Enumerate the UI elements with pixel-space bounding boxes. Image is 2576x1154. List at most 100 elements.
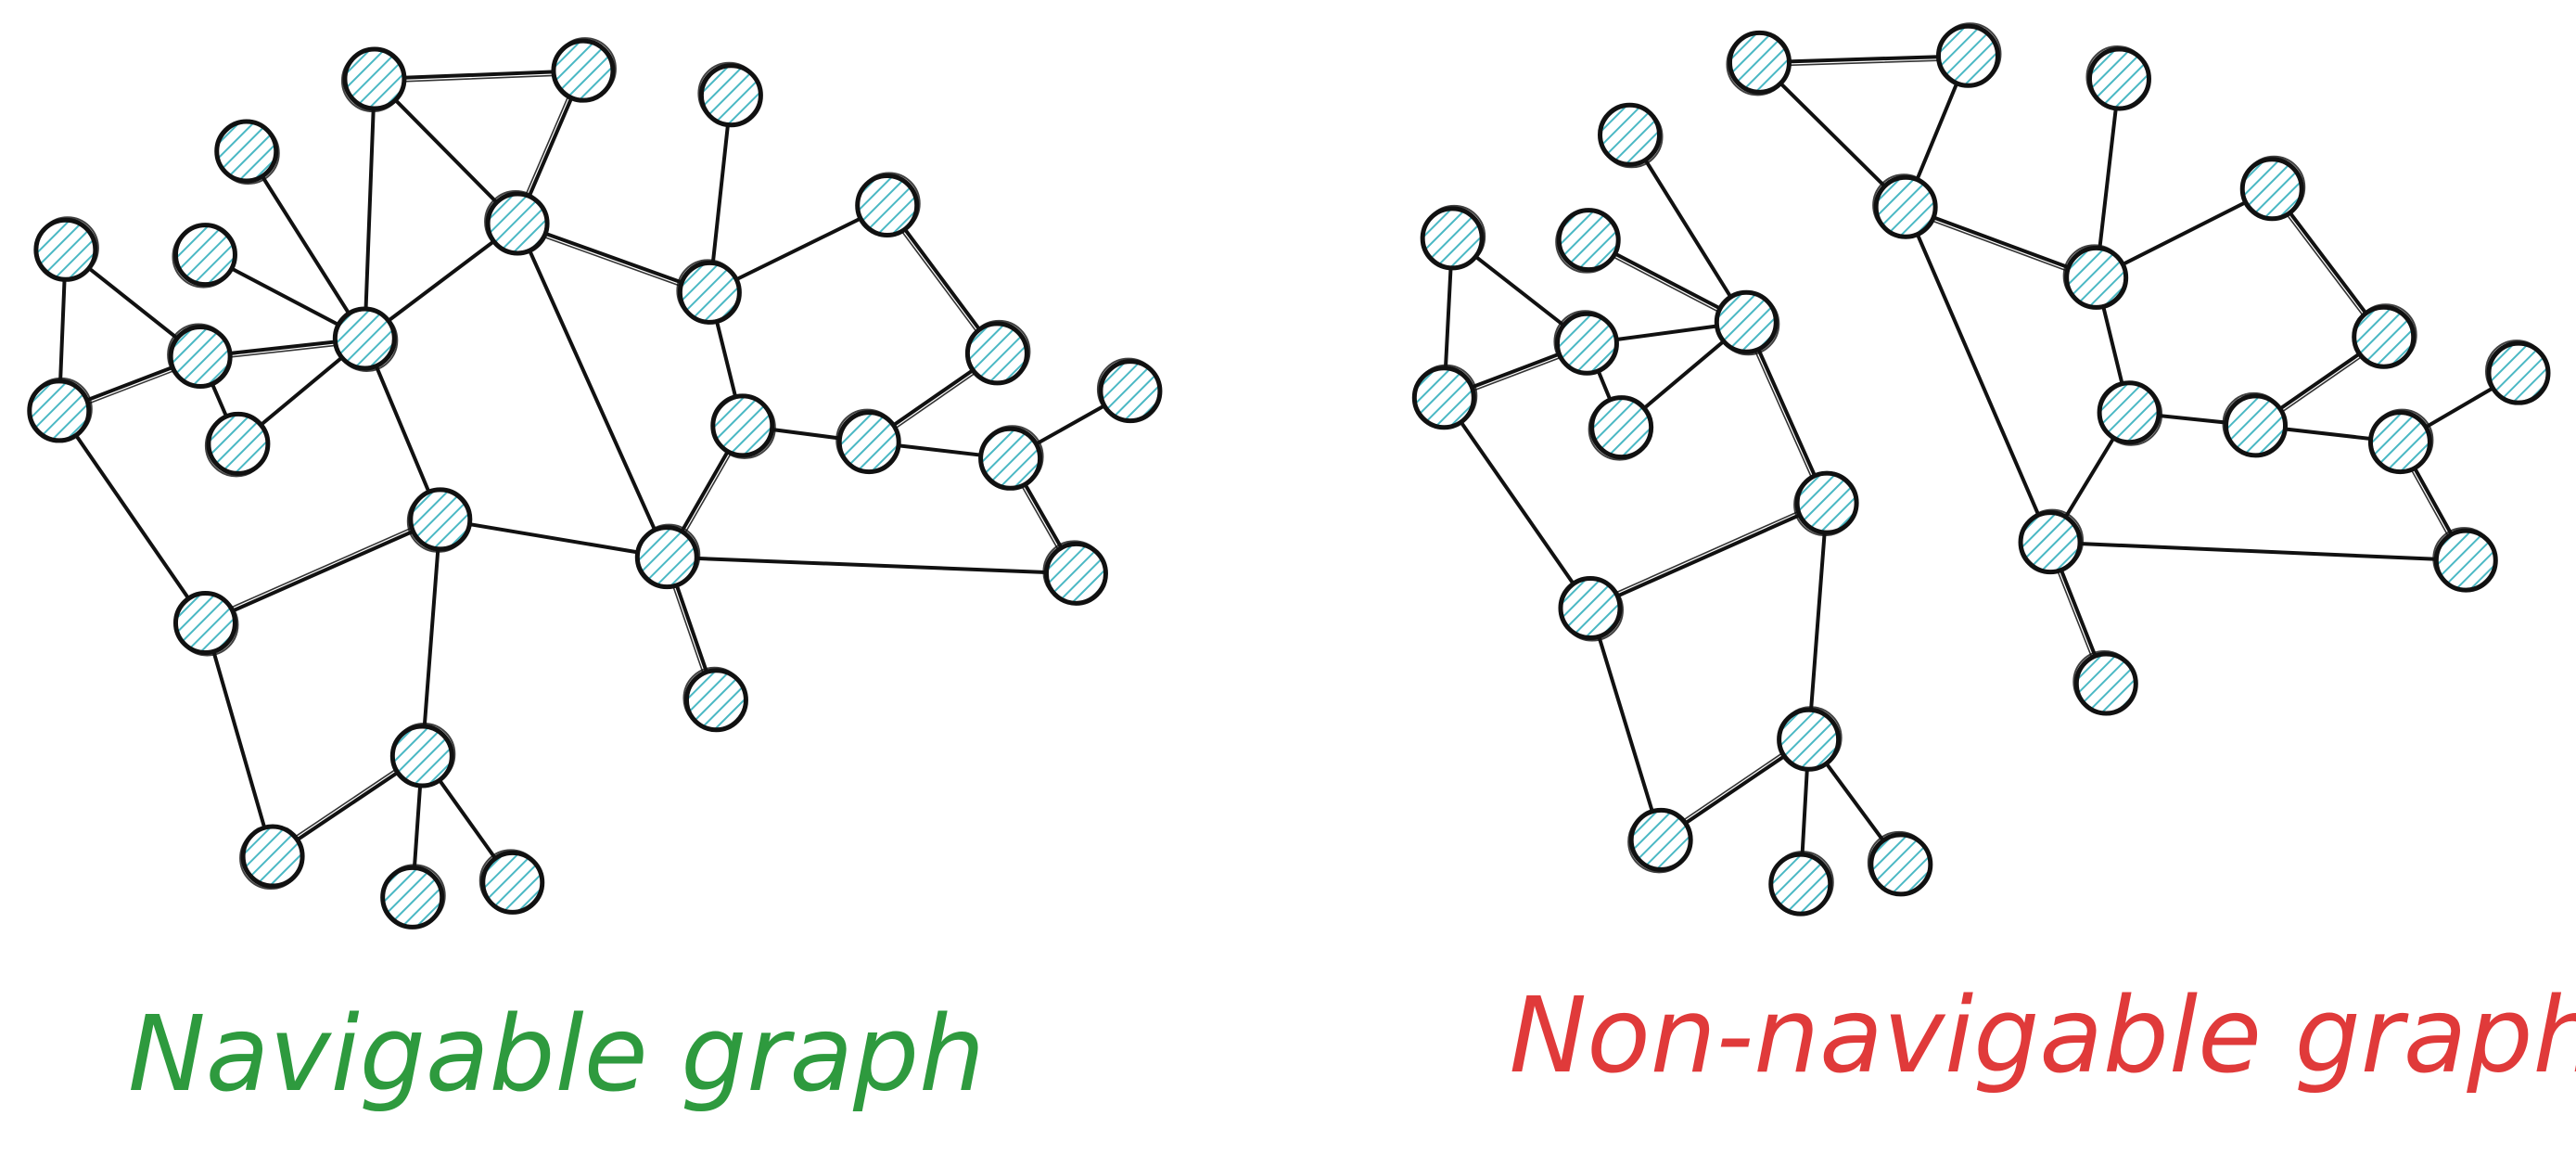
non-navigable-graph-node bbox=[2018, 508, 2085, 575]
non-navigable-graph bbox=[1411, 22, 2551, 917]
navigable-graph-node bbox=[551, 37, 617, 103]
navigable-graph-node-sketch-outline bbox=[712, 395, 776, 459]
navigable-graph-node-circle bbox=[168, 324, 233, 389]
non-navigable-graph-node-sketch-outline bbox=[2072, 650, 2136, 714]
navigable-graph bbox=[27, 37, 1163, 930]
non-navigable-graph-node-sketch-outline bbox=[1867, 830, 1931, 894]
non-navigable-graph-edge-stroke bbox=[1442, 395, 1592, 610]
non-navigable-graph-node bbox=[1558, 576, 1624, 642]
navigable-graph-node-sketch-outline bbox=[175, 593, 239, 657]
navigable-graph-edge bbox=[515, 221, 712, 297]
non-navigable-graph-node-sketch-outline bbox=[2432, 527, 2496, 591]
non-navigable-graph-edge bbox=[2048, 540, 2468, 563]
navigable-graph-node-sketch-outline bbox=[478, 849, 542, 913]
navigable-graph-edge-stroke bbox=[420, 517, 442, 758]
non-navigable-graph-node-circle bbox=[2352, 304, 2417, 369]
non-navigable-graph-edge-stroke bbox=[1627, 133, 1749, 325]
non-navigable-graph-edge-stroke bbox=[2094, 77, 2122, 280]
navigable-graph-nodes bbox=[27, 37, 1163, 930]
non-navigable-graph-edge bbox=[1757, 60, 1908, 210]
navigable-graph-node bbox=[697, 61, 763, 128]
navigable-graph-edge bbox=[244, 148, 367, 340]
non-navigable-graph-node-sketch-outline bbox=[1560, 578, 1624, 642]
non-navigable-graph-node bbox=[1793, 470, 1859, 537]
navigable-graph-edge bbox=[203, 621, 275, 859]
navigable-graph-node bbox=[964, 319, 1031, 386]
navigable-graph-node-circle bbox=[551, 38, 616, 103]
navigable-graph-edge bbox=[420, 517, 442, 758]
non-navigable-graph-nodes bbox=[1411, 22, 2551, 917]
non-navigable-graph-node-sketch-outline bbox=[2062, 244, 2126, 308]
non-navigable-graph-node bbox=[2097, 380, 2163, 446]
navigable-graph-node-sketch-outline bbox=[637, 523, 701, 587]
non-navigable-graph-edge-sketch-stroke bbox=[1758, 58, 1970, 68]
navigable-graph-edge-sketch-stroke bbox=[203, 515, 440, 621]
navigable-graph-node-sketch-outline bbox=[35, 216, 99, 280]
navigable-graph-node-sketch-outline bbox=[682, 666, 746, 730]
navigable-graph-edge bbox=[438, 517, 670, 559]
navigable-graph-edge bbox=[516, 221, 670, 559]
non-navigable-graph-node bbox=[1598, 102, 1664, 169]
non-navigable-graph-edge bbox=[2094, 186, 2275, 280]
navigable-graph-node-circle bbox=[855, 173, 920, 237]
navigable-graph-node-sketch-outline bbox=[382, 864, 446, 928]
non-navigable-graph-node bbox=[2367, 408, 2434, 475]
navigable-graph-edge-stroke bbox=[203, 517, 442, 625]
non-navigable-graph-node-circle bbox=[2433, 528, 2498, 593]
non-navigable-graph-node-circle bbox=[1598, 102, 1663, 167]
navigable-graph-node bbox=[380, 864, 446, 930]
non-navigable-graph-node-circle bbox=[1873, 174, 1938, 239]
non-navigable-graph-node-sketch-outline bbox=[1793, 473, 1857, 537]
non-navigable-graph-node-circle bbox=[2086, 46, 2151, 111]
navigable-graph-node bbox=[204, 411, 271, 478]
navigable-graph-node-sketch-outline bbox=[216, 121, 280, 185]
navigable-graph-node-circle bbox=[964, 321, 1029, 386]
non-navigable-graph-node bbox=[2352, 303, 2417, 369]
navigable-graph-edge-sketch-stroke bbox=[515, 225, 709, 297]
non-navigable-graph-edge bbox=[1806, 501, 1830, 742]
navigable-graph-edge-stroke bbox=[665, 555, 1078, 576]
navigable-graph-node-sketch-outline bbox=[29, 377, 93, 441]
non-navigable-graph-edge-stroke bbox=[1904, 205, 2053, 545]
navigable-graph-node bbox=[484, 189, 550, 256]
navigable-graph-edge bbox=[372, 69, 585, 83]
navigable-graph-node bbox=[978, 425, 1044, 491]
non-navigable-graph-node-circle bbox=[1868, 832, 1933, 897]
non-navigable-graph-node-circle bbox=[1558, 576, 1623, 641]
non-navigable-graph-node-sketch-outline bbox=[1627, 810, 1691, 874]
navigable-graph-node-sketch-outline bbox=[1096, 357, 1160, 421]
non-navigable-graph-node bbox=[1588, 395, 1654, 461]
non-navigable-graph-node bbox=[2062, 244, 2129, 310]
non-navigable-graph-node-circle bbox=[1777, 707, 1842, 772]
non-navigable-graph-edge bbox=[1588, 606, 1664, 842]
non-navigable-graph-node bbox=[1867, 830, 1933, 897]
non-navigable-graph-node-sketch-outline bbox=[1726, 32, 1790, 96]
non-navigable-graph-node-circle bbox=[2239, 157, 2304, 222]
non-navigable-graph-node-sketch-outline bbox=[2370, 408, 2434, 472]
navigable-graph-node bbox=[172, 223, 237, 288]
navigable-graph-node bbox=[855, 172, 921, 237]
non-navigable-graph-edge bbox=[2094, 77, 2122, 280]
non-navigable-graph-node-sketch-outline bbox=[1938, 22, 2002, 86]
navigable-graph-node bbox=[389, 722, 456, 789]
navigable-graph-node-sketch-outline bbox=[553, 37, 617, 101]
navigable-graph-edge-stroke bbox=[363, 77, 376, 340]
navigable-graph-node bbox=[167, 323, 233, 389]
non-navigable-graph-node-sketch-outline bbox=[1770, 851, 1834, 915]
non-navigable-graph-node bbox=[1726, 30, 1792, 96]
navigable-graph-node bbox=[27, 377, 93, 443]
navigable-graph-node-circle bbox=[1098, 359, 1163, 424]
non-navigable-graph-node-circle bbox=[1628, 807, 1693, 872]
navigable-graph-node-circle bbox=[206, 411, 271, 476]
navigable-graph-node-sketch-outline bbox=[406, 489, 470, 553]
non-navigable-graph-node-sketch-outline bbox=[2484, 340, 2548, 404]
non-navigable-graph-node-sketch-outline bbox=[1555, 210, 1619, 274]
non-navigable-graph-node bbox=[2085, 45, 2151, 111]
non-navigable-graph-edge-stroke bbox=[1806, 501, 1830, 742]
non-navigable-graph-node bbox=[1420, 204, 1486, 271]
navigable-graph-node-sketch-outline bbox=[676, 259, 740, 323]
navigable-graph-node-sketch-outline bbox=[204, 414, 268, 478]
navigable-graph-node-circle bbox=[240, 824, 305, 889]
non-navigable-graph-node-circle bbox=[2064, 245, 2129, 310]
